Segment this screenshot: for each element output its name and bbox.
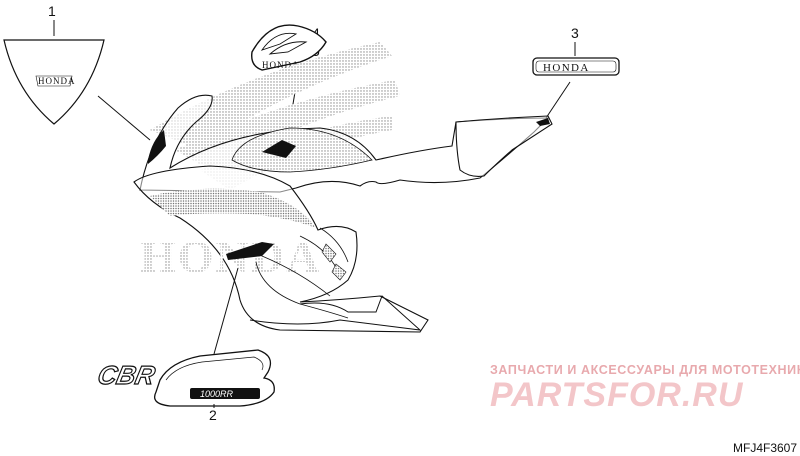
- fairing-cbr-marker: [226, 242, 274, 260]
- tank-emblem-marker: [262, 140, 296, 158]
- wing-emblem-outline: [251, 24, 327, 71]
- wing-emblem: HONDA: [251, 24, 327, 71]
- wing-emblem-feathers: [260, 32, 308, 55]
- callout-2: 2: [209, 404, 217, 423]
- watermark-tagline: ЗАПЧАСТИ И АКСЕССУАРЫ ДЛЯ МОТОТЕХНИКИ: [490, 363, 800, 377]
- tail-emblem-marker: [536, 118, 550, 126]
- callout-2-label: 2: [209, 407, 217, 423]
- windscreen-decal: HONDA: [3, 39, 105, 125]
- windscreen-decal-marker: [148, 130, 166, 164]
- wing-emblem-brand: HONDA: [262, 60, 300, 70]
- watermark-brand: PARTSFOR.RU: [490, 376, 744, 414]
- tail-emblem-brand: HONDA: [543, 62, 590, 74]
- tail-cowl: [455, 115, 553, 177]
- windscreen-decal-outline: [3, 39, 105, 125]
- cbr-emblem-main: CBR: [95, 360, 158, 390]
- callout-1-leader: [97, 95, 151, 141]
- belly-pan: [249, 295, 422, 331]
- cbr-emblem: CBR 1000RR: [95, 349, 275, 407]
- lower-cowl-lines: [255, 227, 349, 319]
- watermark: ЗАПЧАСТИ И АКСЕССУАРЫ ДЛЯ МОТОТЕХНИКИ PA…: [490, 363, 800, 414]
- part-code: MFJ4F3607: [733, 441, 797, 455]
- vent-slats: [321, 243, 347, 281]
- tail-emblem-inner: [535, 60, 617, 73]
- cbr-emblem-sub: 1000RR: [200, 389, 234, 399]
- tank-panel: [231, 127, 373, 173]
- cbr-emblem-inner: [165, 356, 264, 381]
- callout-1-label: 1: [48, 3, 56, 19]
- cbr-emblem-bar: [190, 388, 260, 399]
- callout-3-label: 3: [571, 25, 579, 41]
- tail-emblem-outline: [532, 57, 620, 76]
- callout-1: 1: [48, 3, 56, 36]
- tail-emblem: HONDA: [532, 57, 620, 76]
- fairing-drawing: HONDA: [133, 42, 553, 333]
- wing-stripe-graphic-1: [150, 42, 392, 150]
- callout-3: 3: [571, 25, 579, 56]
- windscreen-decal-brand: HONDA: [38, 76, 76, 86]
- callout-2-leader: [213, 267, 239, 355]
- callout-3-leader: [545, 81, 571, 119]
- windscreen-decal-frame: [35, 75, 73, 87]
- side-fairing-graphic: [150, 188, 316, 228]
